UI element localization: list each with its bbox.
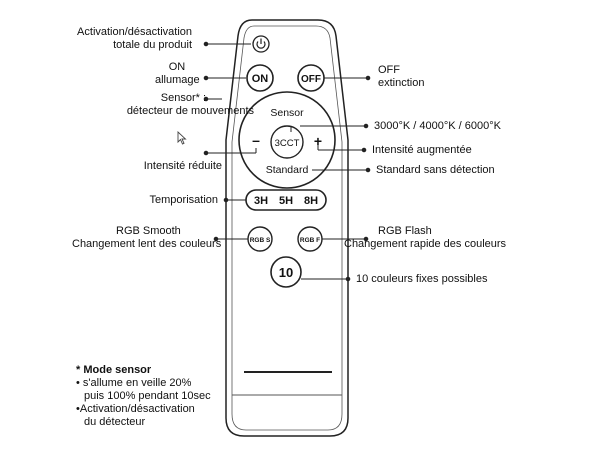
- rgb-smooth-label: RGB S: [250, 237, 271, 244]
- leaders-right: [300, 75, 371, 282]
- note-line2: puis 100% pendant 10sec: [84, 390, 211, 402]
- ten-colors-text: 10 couleurs fixes possibles: [356, 273, 488, 285]
- plus-button[interactable]: +: [314, 133, 322, 149]
- cct-button[interactable]: [270, 125, 304, 159]
- minus-label: Intensité réduite: [143, 160, 222, 172]
- on-button-label: ON: [252, 73, 269, 85]
- note-title: * Mode sensor: [76, 364, 152, 376]
- sensor-label-line2: détecteur de mouvements: [126, 105, 254, 117]
- rgb-smooth-line2: Changement lent des couleurs: [72, 238, 222, 250]
- leaders-left: [203, 41, 257, 242]
- minus-button[interactable]: –: [252, 132, 260, 148]
- mouse-cursor-icon: [177, 131, 187, 145]
- sensor-label-line1: Sensor* :: [160, 92, 206, 104]
- sensor-label: Sensor* : détecteur de mouvements: [127, 92, 254, 118]
- rgb-flash-line1: RGB Flash: [378, 225, 432, 237]
- sensor-button[interactable]: Sensor: [270, 107, 304, 119]
- power-label: Activation/désactivation totale du produ…: [77, 26, 192, 52]
- power-label-line1: Activation/désactivation: [77, 26, 192, 38]
- standard-button[interactable]: Standard: [266, 164, 309, 176]
- power-icon: [256, 41, 266, 49]
- power-label-line2: totale du produit: [113, 39, 192, 51]
- ten-colors-label: 10: [279, 265, 293, 280]
- off-button-label: OFF: [301, 74, 321, 85]
- sensor-mode-note: * Mode sensor • s'allume en veille 20% p…: [76, 364, 211, 429]
- on-label: ON allumage: [155, 61, 200, 87]
- timer-label: Temporisation: [149, 194, 218, 206]
- note-line1: • s'allume en veille 20%: [76, 377, 192, 389]
- ten-colors-button[interactable]: [270, 256, 302, 288]
- rgb-flash-line2: Changement rapide des couleurs: [344, 238, 507, 250]
- rgb-flash-text: RGB Flash Changement rapide des couleurs: [344, 225, 506, 251]
- on-label-line2: allumage: [155, 74, 200, 86]
- timer-3h-button[interactable]: 3H: [254, 195, 268, 207]
- note-line4: du détecteur: [84, 416, 146, 428]
- on-button[interactable]: [246, 64, 274, 92]
- timer-5h-button[interactable]: 5H: [279, 195, 293, 207]
- cct-button-label: 3CCT: [275, 138, 300, 149]
- off-label-line2: extinction: [378, 77, 425, 89]
- timer-8h-button[interactable]: 8H: [304, 195, 318, 207]
- standard-label: Standard sans détection: [376, 164, 495, 176]
- remote-inner-outline: [231, 25, 343, 431]
- rgb-flash-label: RGB F: [300, 237, 320, 244]
- off-label: OFF extinction: [378, 64, 424, 90]
- rgb-smooth-text: RGB Smooth Changement lent des couleurs: [72, 225, 221, 251]
- rgb-smooth-line1: RGB Smooth: [116, 225, 181, 237]
- note-line3: •Activation/désactivation: [76, 403, 195, 415]
- plus-label: Intensité augmentée: [372, 144, 472, 156]
- remote-body: [225, 19, 349, 437]
- off-label-line1: OFF: [378, 64, 400, 76]
- on-label-line1: ON: [168, 61, 186, 73]
- cct-label: 3000°K / 4000°K / 6000°K: [374, 120, 501, 132]
